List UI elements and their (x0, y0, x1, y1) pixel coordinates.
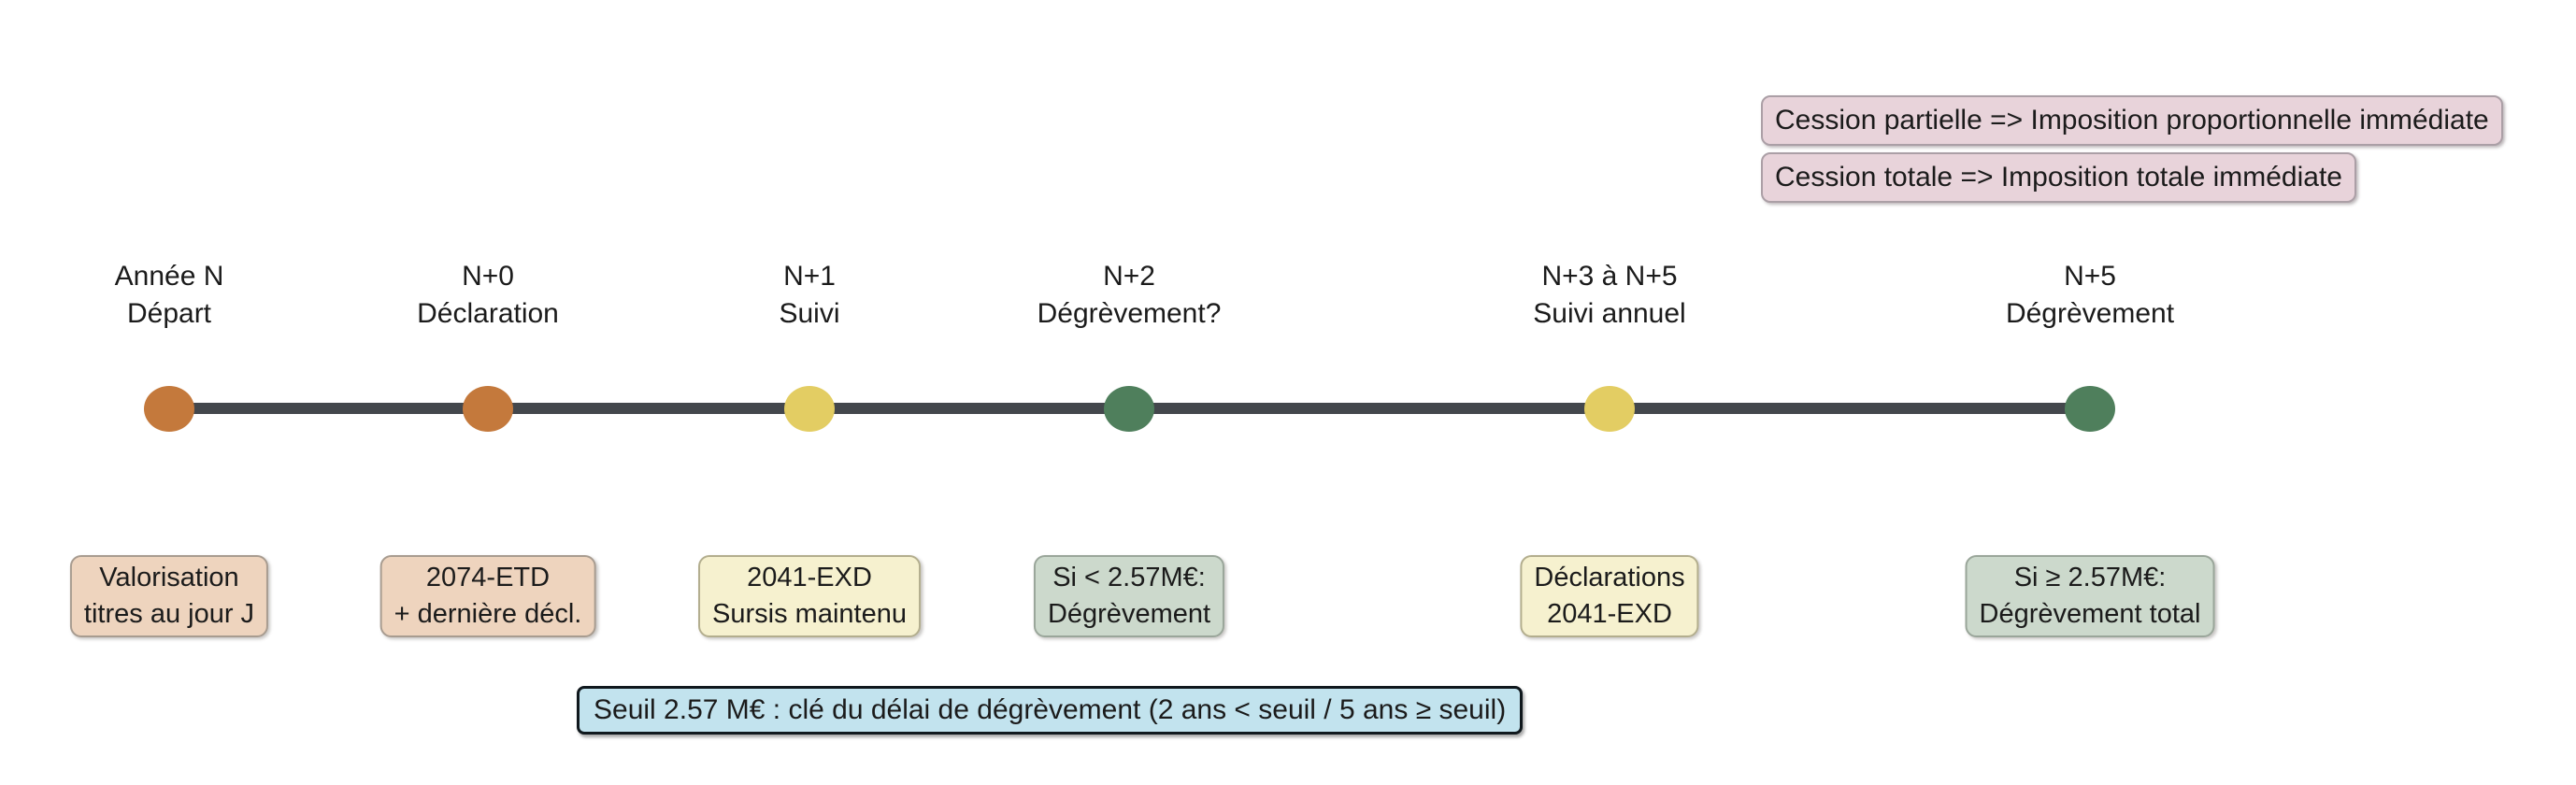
timeline-dot (1584, 386, 1635, 432)
milestone-label: N+3 à N+5 Suivi annuel (1533, 258, 1685, 333)
card-line-2: 2041-EXD (1547, 599, 1672, 629)
card-line-2: Sursis maintenu (712, 599, 907, 629)
card-line-1: Déclarations (1534, 563, 1685, 592)
milestone-label: N+5 Dégrèvement (2006, 258, 2174, 333)
milestone-label: N+0 Déclaration (417, 258, 559, 333)
annotation-cession-totale: Cession totale => Imposition totale immé… (1761, 152, 2356, 203)
card-line-1: Si < 2.57M€: (1052, 563, 1206, 592)
milestone-event-label: Départ (126, 298, 212, 329)
milestone-period-label: N+1 (783, 261, 836, 292)
card-line-2: Dégrèvement (1047, 599, 1211, 629)
milestone-period-label: N+5 (2064, 261, 2116, 292)
timeline-dot (784, 386, 835, 432)
milestone-period-label: N+3 à N+5 (1541, 261, 1678, 292)
annotation-cession-partielle: Cession partielle => Imposition proporti… (1761, 95, 2503, 146)
card-line-1: Si ≥ 2.57M€: (2013, 563, 2167, 592)
milestone-event-label: Dégrèvement (2005, 298, 2175, 329)
milestone-label: N+1 Suivi (779, 258, 839, 333)
milestone-label: Année N Départ (115, 258, 224, 333)
milestone-event-label: Dégrèvement? (1037, 298, 1222, 329)
timeline-dot (2065, 386, 2115, 432)
milestone-event-label: Suivi annuel (1533, 298, 1686, 329)
milestone-card: Valorisation titres au jour J (69, 555, 269, 637)
milestone-card: 2041-EXD Sursis maintenu (698, 555, 921, 637)
card-line-1: 2074-ETD (425, 563, 551, 592)
card-line-1: 2041-EXD (747, 563, 872, 592)
milestone-card: Si ≥ 2.57M€: Dégrèvement total (1965, 555, 2215, 637)
card-line-1: Valorisation (99, 563, 239, 592)
timeline-dot (463, 386, 513, 432)
milestone-period-label: N+0 (462, 261, 514, 292)
timeline-dot (1104, 386, 1154, 432)
milestone-event-label: Suivi (779, 298, 840, 329)
threshold-note: Seuil 2.57 M€ : clé du délai de dégrèvem… (577, 686, 1524, 735)
card-line-2: + dernière décl. (394, 599, 582, 629)
milestone-label: N+2 Dégrèvement? (1038, 258, 1222, 333)
timeline-dot (144, 386, 194, 432)
milestone-card: 2074-ETD + dernière décl. (379, 555, 596, 637)
card-line-2: Dégrèvement total (1979, 599, 2201, 629)
milestone-card: Déclarations 2041-EXD (1520, 555, 1699, 637)
milestone-period-label: N+2 (1103, 261, 1155, 292)
milestone-period-label: Année N (114, 261, 224, 292)
milestone-card: Si < 2.57M€: Dégrèvement (1033, 555, 1225, 637)
card-line-2: titres au jour J (83, 599, 255, 629)
milestone-event-label: Déclaration (417, 298, 559, 329)
